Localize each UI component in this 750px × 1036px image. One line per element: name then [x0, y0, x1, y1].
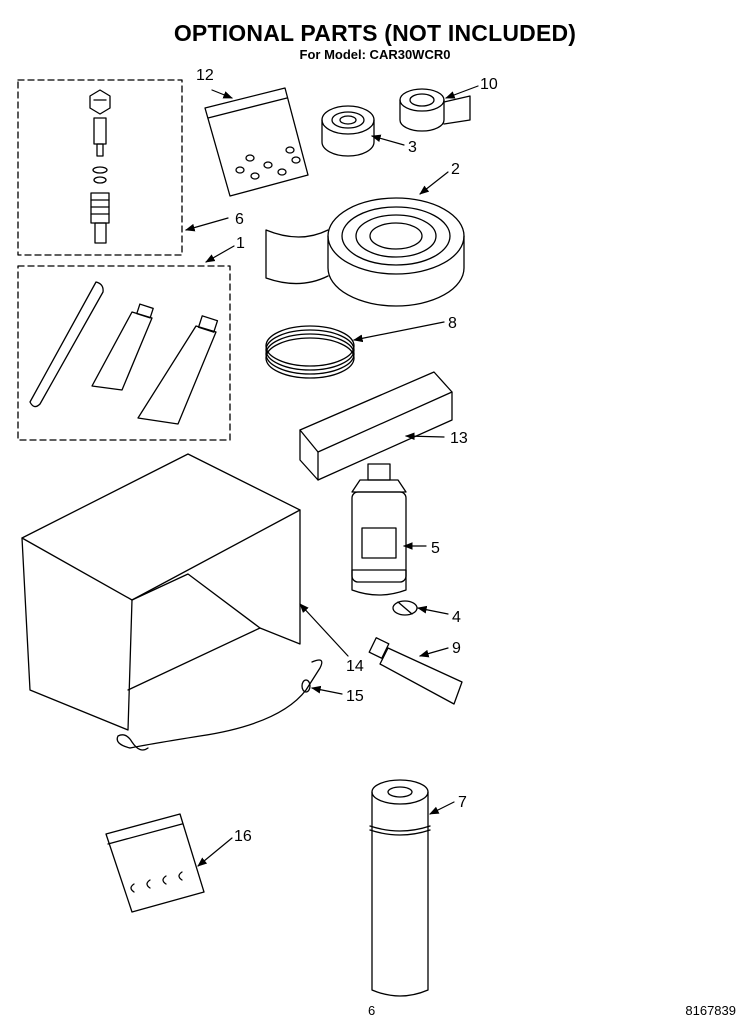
callout-9: 7: [458, 794, 467, 811]
leader-6: [185, 217, 229, 232]
part-16-clip-bag: [105, 813, 205, 913]
leader-15: [311, 685, 343, 695]
callout-14: 14: [346, 658, 364, 675]
part-12-tape-roll: [399, 88, 471, 132]
leader-8: [353, 321, 445, 343]
callout-2: 2: [451, 161, 460, 178]
callout-6: 6: [235, 211, 244, 228]
part-8-wire-coil: [265, 325, 355, 379]
part-10-tube: [368, 637, 463, 705]
part-5-bottle: [351, 463, 407, 596]
part-4-cap: [392, 600, 418, 616]
callout-7: 12: [196, 67, 214, 84]
callout-1: 1: [236, 235, 245, 252]
callout-13: 13: [450, 430, 468, 447]
part-13-foam-strip: [299, 371, 453, 481]
leader-7: [211, 89, 233, 99]
callout-8: 8: [448, 315, 457, 332]
callout-4: 4: [452, 609, 461, 626]
page-number: 6: [368, 1003, 376, 1018]
part-3-tape-roll: [321, 105, 375, 157]
leader-12: [445, 85, 479, 99]
callout-5: 5: [431, 540, 440, 557]
leader-lines: [185, 85, 479, 867]
part-2-insulation-roll: [265, 197, 465, 307]
leader-4: [417, 605, 449, 615]
callout-15: 15: [346, 688, 364, 705]
leader-16: [197, 837, 233, 867]
part-14-cover: [21, 453, 301, 731]
callout-16: 16: [234, 828, 252, 845]
leader-10: [419, 647, 449, 658]
leader-13: [405, 432, 445, 441]
leader-9: [429, 801, 455, 815]
leader-2: [419, 171, 449, 195]
part-9-canister: [369, 779, 431, 997]
callout-12: 10: [480, 76, 498, 93]
document-number: 8167839: [685, 1003, 736, 1018]
part-6-valve-kit: [17, 79, 183, 256]
leader-14: [299, 603, 349, 657]
callout-3: 3: [408, 139, 417, 156]
leader-1: [205, 245, 235, 263]
callout-10: 9: [452, 640, 461, 657]
model-subtitle: For Model: CAR30WCR0: [299, 47, 451, 62]
part-1-sealant-kit: [17, 265, 231, 441]
leader-3: [371, 134, 405, 146]
part-7-screw-bag: [204, 87, 309, 197]
page-title: OPTIONAL PARTS (NOT INCLUDED): [173, 20, 577, 46]
part-15-bungee-cord: [116, 659, 323, 751]
